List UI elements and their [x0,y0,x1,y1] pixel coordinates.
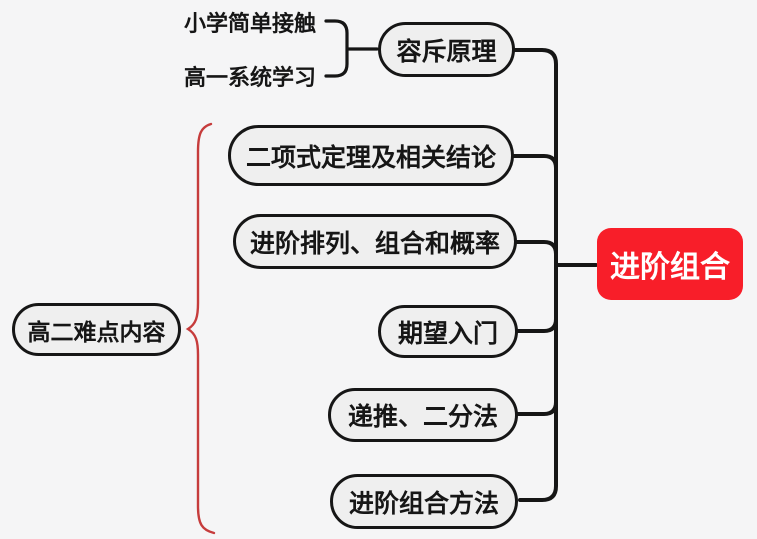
branch-permutation-connector [513,240,558,256]
branch-expectation-connector [514,317,558,333]
node-expectation-intro[interactable]: 期望入门 [378,305,518,358]
node-recursion-bisection[interactable]: 递推、二分法 [328,388,518,442]
node-inclusion-exclusion[interactable]: 容斥原理 [378,22,515,77]
notes-bracket-connector [324,19,379,78]
branch-recursion-connector [514,400,558,416]
main-trunk-connector [511,48,558,502]
root-node-advanced-combination[interactable]: 进阶组合 [597,228,743,300]
node-advanced-permutation-probability[interactable]: 进阶排列、组合和概率 [233,214,517,269]
group-brace [185,122,216,535]
note-primary-school[interactable]: 小学简单接触 [184,10,317,36]
branch-binomial-connector [510,154,558,170]
node-advanced-combination-methods[interactable]: 进阶组合方法 [330,474,518,529]
note-grade10-systematic[interactable]: 高一系统学习 [184,64,317,90]
node-grade11-difficult-content[interactable]: 高二难点内容 [12,303,181,356]
node-binomial-theorem[interactable]: 二项式定理及相关结论 [228,125,514,186]
